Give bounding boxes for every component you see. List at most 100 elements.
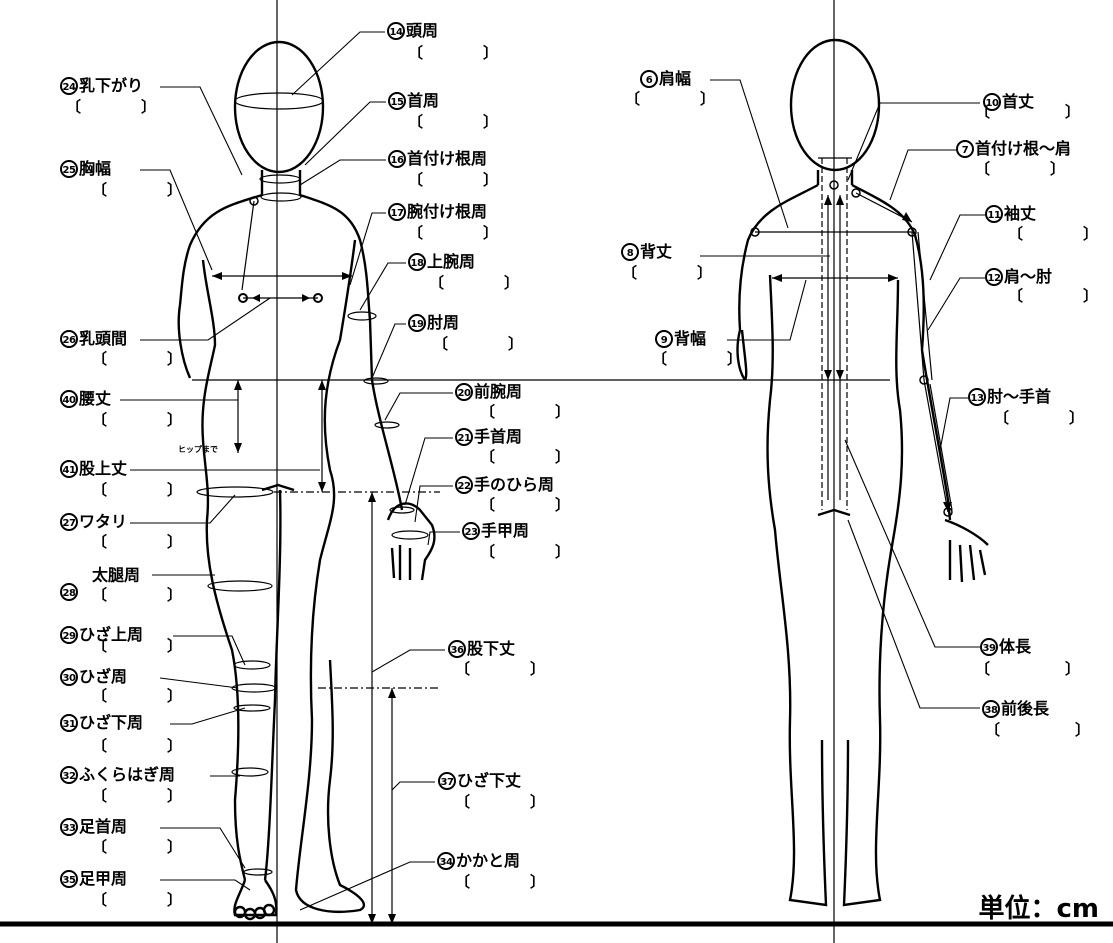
measure-label-text: ひざ上周 — [79, 625, 144, 644]
measure-number-badge: 23 — [462, 522, 480, 540]
value-entry-field-b22[interactable]: 〔 〕 — [480, 496, 571, 514]
value-entry-field-b27[interactable]: 〔 〕 — [92, 533, 183, 551]
measure-number-badge: 25 — [60, 160, 78, 178]
measure-number-badge: 29 — [60, 626, 78, 644]
measure-number-badge: 12 — [985, 268, 1003, 286]
measure-label-text: 背丈 — [640, 242, 673, 261]
measure-number-badge: 24 — [60, 77, 78, 95]
value-entry-field-b31[interactable]: 〔 〕 — [92, 737, 183, 755]
measure-label-text: 首付け根周 — [407, 149, 488, 168]
value-entry-field-b25[interactable]: 〔 〕 — [92, 181, 183, 199]
measure-number-badge: 19 — [408, 314, 426, 332]
measure-number-badge: 40 — [60, 390, 78, 408]
value-entry-field-b40[interactable]: 〔 〕 — [92, 411, 183, 429]
value-entry-field-b19[interactable]: 〔 〕 — [433, 335, 524, 353]
value-entry-field-b15[interactable]: 〔 〕 — [408, 113, 499, 131]
measure-label-text: 乳下がり — [79, 76, 144, 95]
measure-label-text: ひざ下周 — [79, 713, 144, 732]
measure-label-text: 頭周 — [406, 21, 439, 40]
back-figure — [736, 38, 989, 907]
value-entry-field-b17[interactable]: 〔 〕 — [408, 224, 499, 242]
value-entry-field-b9[interactable]: 〔 〕 — [652, 350, 743, 368]
value-entry-field-b13[interactable]: 〔 〕 — [994, 409, 1085, 427]
measure-number-badge: 30 — [60, 668, 78, 686]
measure-label-text: 手首周 — [474, 427, 523, 446]
value-entry-field-b28[interactable]: 〔 〕 — [92, 586, 183, 604]
value-entry-field-b12[interactable]: 〔 〕 — [1008, 287, 1099, 305]
value-entry-field-b8[interactable]: 〔 〕 — [622, 264, 713, 282]
value-entry-field-b14[interactable]: 〔 〕 — [408, 44, 499, 62]
measure-number-badge: 28 — [60, 583, 78, 601]
measure-number-badge: 33 — [60, 818, 78, 836]
value-entry-field-b34[interactable]: 〔 〕 — [455, 873, 546, 891]
measure-label-text: 腕付け根周 — [407, 202, 488, 221]
measure-label-text: ふくらはぎ周 — [79, 765, 176, 784]
value-entry-field-b16[interactable]: 〔 〕 — [408, 171, 499, 189]
hip-note: ヒップまで — [178, 445, 218, 454]
value-entry-field-b24[interactable]: 〔 〕 — [66, 98, 157, 116]
value-entry-field-b37[interactable]: 〔 〕 — [455, 793, 546, 811]
value-entry-field-b6[interactable]: 〔 〕 — [625, 90, 716, 108]
value-entry-field-b33[interactable]: 〔 〕 — [92, 838, 183, 856]
measure-number-badge: 15 — [388, 92, 406, 110]
value-entry-field-b39[interactable]: 〔 〕 — [975, 660, 1081, 678]
measure-number-badge: 35 — [60, 870, 78, 888]
value-entry-field-b21[interactable]: 〔 〕 — [480, 448, 571, 466]
value-entry-field-b36[interactable]: 〔 〕 — [455, 660, 546, 678]
measure-label-text: 上腕周 — [427, 252, 476, 271]
value-entry-field-b29[interactable]: 〔 〕 — [92, 637, 183, 655]
measure-label-text: 腰丈 — [79, 389, 112, 408]
measure-number-badge: 11 — [985, 205, 1003, 223]
measure-number-badge: 31 — [60, 714, 78, 732]
measure-label-text: 手甲周 — [481, 521, 530, 540]
measure-label-text: 肘～手首 — [987, 387, 1052, 406]
measure-label-text: 首周 — [407, 91, 440, 110]
measure-label-text: 前腕周 — [474, 382, 523, 401]
value-entry-field-b10[interactable]: 〔 〕 — [975, 103, 1081, 121]
value-entry-field-b23[interactable]: 〔 〕 — [480, 543, 571, 561]
measure-label-text: 手のひら周 — [474, 475, 555, 494]
measure-number-badge: 16 — [388, 150, 406, 168]
value-entry-field-b38[interactable]: 〔 〕 — [985, 721, 1091, 739]
value-entry-field-b26[interactable]: 〔 〕 — [92, 350, 183, 368]
measure-number-badge: 41 — [60, 460, 78, 478]
value-entry-field-b30[interactable]: 〔 〕 — [92, 687, 183, 705]
measure-label-text: 首丈 — [1002, 92, 1035, 111]
measure-number-badge: 10 — [983, 93, 1001, 111]
value-entry-field-b7[interactable]: 〔 〕 — [975, 160, 1066, 178]
value-entry-field-b41[interactable]: 〔 〕 — [92, 481, 183, 499]
measure-number-badge: 7 — [956, 140, 974, 158]
value-entry-field-b35[interactable]: 〔 〕 — [92, 891, 183, 909]
measure-number-badge: 6 — [640, 70, 658, 88]
value-entry-field-b18[interactable]: 〔 〕 — [429, 274, 520, 292]
unit-label: 単位：cm — [978, 894, 1099, 924]
front-figure — [177, 40, 436, 921]
measure-number-badge: 13 — [968, 388, 986, 406]
measure-number-badge: 18 — [408, 253, 426, 271]
value-entry-field-b11[interactable]: 〔 〕 — [1008, 225, 1099, 243]
value-entry-field-b32[interactable]: 〔 〕 — [92, 787, 183, 805]
value-entry-field-b20[interactable]: 〔 〕 — [480, 403, 571, 421]
leader-lines — [120, 31, 985, 911]
measure-label-text: ひざ下丈 — [457, 771, 522, 790]
